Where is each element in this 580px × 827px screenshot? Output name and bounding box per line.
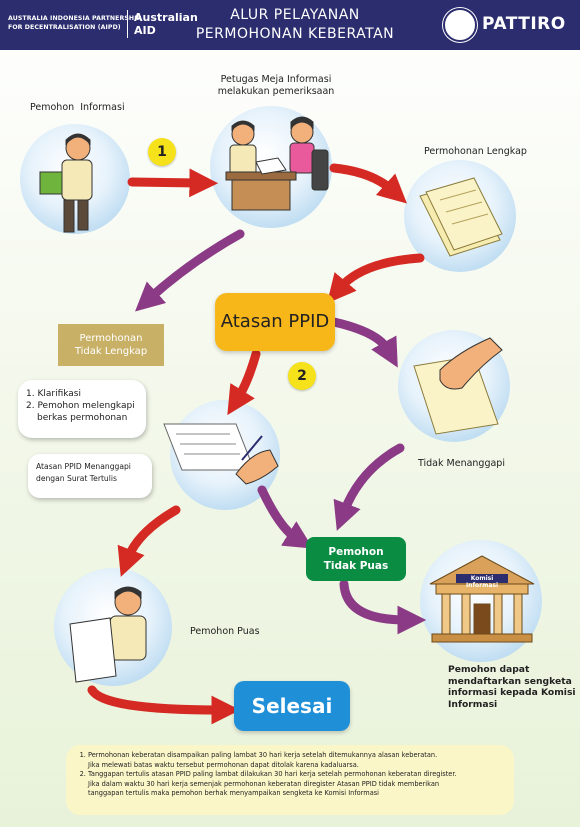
- atasan-ppid-label: Atasan PPID: [220, 311, 330, 332]
- lengkap-papers: [419, 177, 503, 257]
- pattiro-seal-icon: [443, 8, 477, 42]
- puas-label: Pemohon Puas: [190, 626, 260, 637]
- menanggapi-signing: [163, 423, 279, 485]
- header-bar: AUSTRALIA INDONESIA PARTNERSHIP FOR DECE…: [0, 0, 580, 50]
- menanggapi-line-2: dengan Surat Tertulis: [36, 474, 117, 483]
- step-number-1: 1: [148, 138, 176, 166]
- menanggapi-callout: Atasan PPID Menanggapi dengan Surat Tert…: [28, 454, 152, 498]
- klarifikasi-item-2-cont: berkas permohonan: [37, 413, 128, 423]
- tidak-menanggapi-paper: [413, 337, 503, 435]
- klarifikasi-item-2-text: Pemohon melengkapi: [37, 401, 135, 411]
- menanggapi-line-1: Atasan PPID Menanggapi: [36, 462, 131, 471]
- selesai-box: Selesai: [234, 681, 350, 731]
- arrow-tidak-puas-to-komisi: [339, 579, 427, 635]
- note-1: Permohonan keberatan disampaikan paling …: [88, 751, 504, 770]
- arrow-petugas-to-tidak-lengkap: [135, 229, 245, 312]
- arrow-petugas-to-lengkap: [329, 163, 407, 204]
- petugas-label-line-1: Petugas Meja Informasi: [220, 74, 332, 85]
- daftar-label: Pemohon dapat mendaftarkan sengketa info…: [448, 664, 576, 710]
- tidak-menanggapi-label: Tidak Menanggapi: [418, 458, 505, 469]
- header-divider: [127, 10, 128, 38]
- partner-line-1: AUSTRALIA INDONESIA PARTNERSHIP: [8, 15, 142, 22]
- daftar-line-3: informasi kepada Komisi: [448, 687, 576, 698]
- partner-logo-text: AUSTRALIA INDONESIA PARTNERSHIP FOR DECE…: [8, 14, 141, 32]
- australian-aid-logo: Australian AID: [134, 11, 198, 37]
- pemohon-label: Pemohon Informasi: [30, 102, 125, 113]
- petugas-label: Petugas Meja Informasi melakukan pemerik…: [206, 74, 346, 98]
- arrow-atasan-to-menanggapi: [227, 349, 261, 416]
- arrow-pemohon-to-petugas: [127, 168, 219, 198]
- pemohon-puas-figure: [69, 586, 147, 683]
- petugas-label-line-2: melakukan pemeriksaan: [217, 86, 335, 97]
- aid-line-1: Australian: [134, 11, 198, 24]
- pattiro-brand: PATTIRO: [482, 14, 566, 34]
- daftar-line-2: mendaftarkan sengketa: [448, 675, 572, 687]
- note-2-line-3: tanggapan tertulis maka pemohon berhak m…: [88, 789, 379, 798]
- daftar-line-4: Informasi: [448, 698, 498, 710]
- lengkap-label: Permohonan Lengkap: [424, 146, 527, 157]
- pemohon-figure: [39, 133, 93, 233]
- klarifikasi-callout: 1. Klarifikasi 2. Pemohon melengkapi ber…: [18, 380, 146, 438]
- klarifikasi-item-1: 1. Klarifikasi: [26, 389, 81, 399]
- note-2-line-1: Tanggapan tertulis atasan PPID paling la…: [88, 770, 457, 779]
- tidak-puas-box: Pemohon Tidak Puas: [306, 537, 406, 581]
- klarifikasi-item-2: 2. Pemohon melengkapi: [26, 401, 135, 411]
- tidak-puas-line-1: Pemohon: [328, 546, 384, 558]
- arrow-menanggapi-to-puas: [117, 505, 181, 577]
- partner-line-2: FOR DECENTRALISATION (AIPD): [8, 24, 121, 31]
- note-2: Tanggapan tertulis atasan PPID paling la…: [88, 770, 504, 799]
- selesai-label: Selesai: [251, 694, 333, 718]
- daftar-line-1: Pemohon dapat: [448, 664, 530, 675]
- petugas-desk-scene: [225, 116, 329, 211]
- notes-panel: Permohonan keberatan disampaikan paling …: [66, 745, 514, 815]
- note-1-line-2: Jika melewati batas waktu tersebut permo…: [88, 760, 359, 769]
- arrow-lengkap-to-atasan: [326, 253, 425, 304]
- title-line-2: PERMOHONAN KEBERATAN: [195, 26, 395, 42]
- arrow-menanggapi-to-tidak-puas: [257, 485, 314, 549]
- aid-line-2: AID: [134, 24, 156, 37]
- komisi-sign-text: Komisi Informasi: [465, 575, 499, 589]
- notes-list: Permohonan keberatan disampaikan paling …: [80, 751, 504, 799]
- tidak-lengkap-line-1: Permohonan: [79, 333, 143, 344]
- arrow-tidak-menanggapi-to-tidak-puas: [333, 443, 405, 531]
- klarifikasi-item-1-text: Klarifikasi: [37, 389, 81, 399]
- title-line-1: ALUR PELAYANAN: [230, 7, 360, 23]
- arrow-puas-to-selesai: [87, 685, 241, 725]
- atasan-ppid-box: Atasan PPID: [215, 293, 335, 351]
- komisi-building: [429, 555, 535, 643]
- tidak-lengkap-box: Permohonan Tidak Lengkap: [58, 324, 164, 366]
- tidak-puas-line-2: Tidak Puas: [323, 560, 389, 572]
- note-2-line-2: Jika dalam waktu 30 hari kerja semenjak …: [88, 779, 440, 788]
- step-number-2: 2: [288, 362, 316, 390]
- note-1-line-1: Permohonan keberatan disampaikan paling …: [88, 751, 438, 759]
- page-title: ALUR PELAYANAN PERMOHONAN KEBERATAN: [175, 6, 415, 44]
- arrow-atasan-to-tidak-menanggapi: [329, 317, 398, 368]
- tidak-lengkap-line-2: Tidak Lengkap: [74, 346, 148, 357]
